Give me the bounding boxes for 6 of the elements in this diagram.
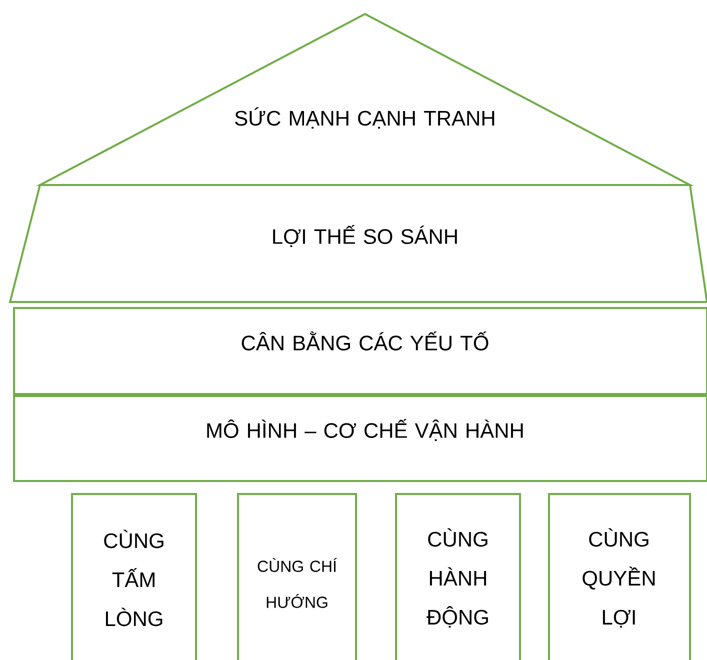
house-band: MÔ HÌNH – CƠ CHẾ VẬN HÀNH	[13, 394, 707, 482]
pillar-box: CÙNG QUYỀN LỢI	[548, 492, 691, 660]
pillar-box: CÙNG HÀNH ĐỘNG	[395, 492, 521, 660]
pillar-box: CÙNG TẤM LÒNG	[71, 492, 197, 660]
pillar-box: CÙNG CHÍ HƯỚNG	[237, 492, 357, 660]
house-band: CÂN BẰNG CÁC YẾU TỐ	[13, 306, 707, 395]
